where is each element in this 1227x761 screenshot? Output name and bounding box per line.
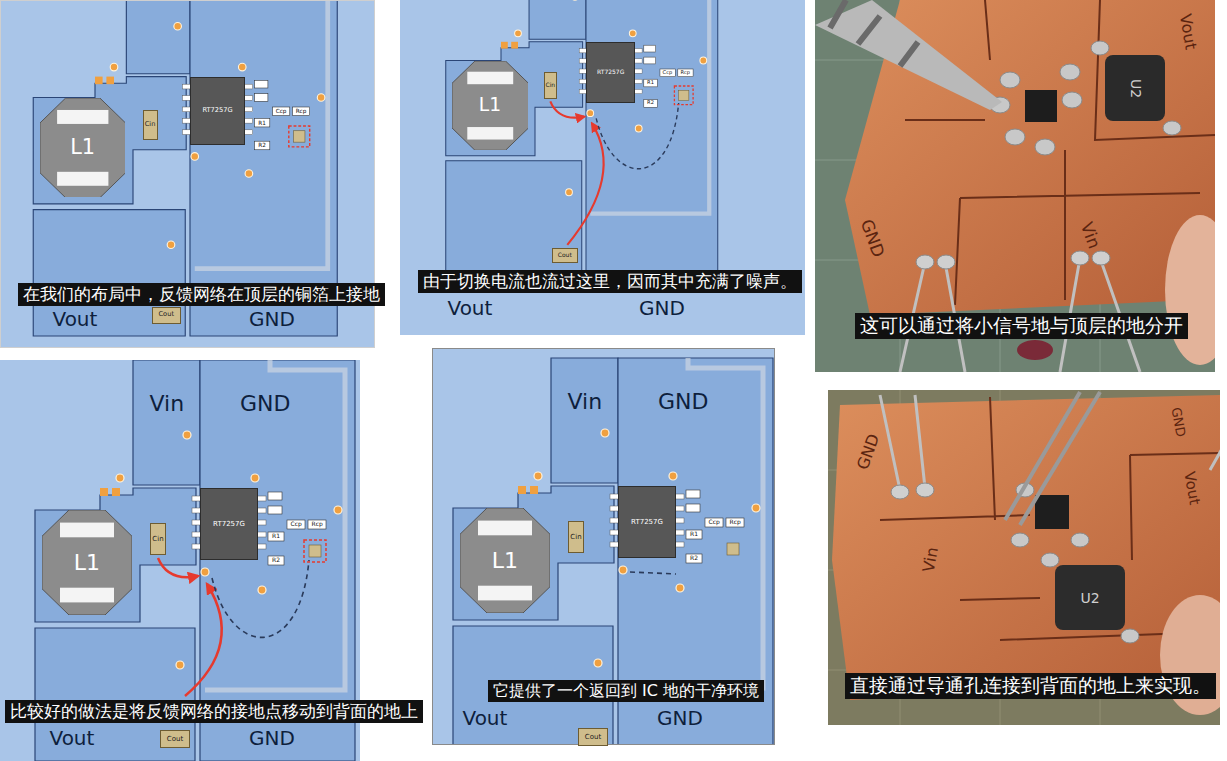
part-label: Cin [570,533,581,541]
photo-board [828,390,1220,725]
silkscreen-text: Vout [1181,470,1203,506]
net-label: Vout [50,727,95,749]
component-ref: Rcp [296,108,307,114]
component-ref: R1 [258,120,266,126]
layout-panel: 它提供了一个返回到 IC 地的干净环境 L1 Cin RT7257G Cout [432,348,775,745]
silkscreen-text: Vout [1176,13,1200,51]
layout-view [432,348,775,745]
silkscreen-text: U2 [1127,79,1142,98]
silkscreen-text: Vin [919,546,941,574]
ic-package: RT7257G [190,77,245,145]
part-label: Cin [145,121,156,129]
subtitle-caption: 这可以通过将小信号地与顶层的地分开 [855,313,1188,339]
part-label: Cout [167,735,183,743]
inductor: L1 [42,510,132,615]
part-label: RT7257G [202,107,232,115]
silkscreen-text: GND [853,432,882,472]
output-capacitor: Cout [152,307,181,324]
input-capacitor: Cin [544,72,558,99]
part-label: RT7257G [631,518,663,526]
ic-package: RT7257G [200,488,258,560]
net-label: GND [240,392,290,416]
ic-package: RT7257G [618,486,676,558]
input-capacitor: Cin [143,110,158,140]
silkscreen-text: U2 [1081,591,1100,606]
panel-border [433,349,775,745]
net-label: Vout [448,297,493,319]
net-label: Vin [150,392,185,416]
input-capacitor: Cin [568,521,584,553]
part-label: Cin [545,82,555,89]
layout-panel: 由于切换电流也流过这里，因而其中充满了噪声。 L1 Cin RT7257G Cout [400,0,805,335]
silkscreen-text: GND [1168,406,1187,438]
subtitle-caption: 它提供了一个返回到 IC 地的干净环境 [488,680,764,702]
net-label: GND [249,308,295,330]
part-label: Cout [585,733,601,741]
net-label: GND [639,297,685,319]
part-label: L1 [74,550,100,575]
net-label: Vin [568,390,603,414]
component-ref: Rcp [730,519,741,526]
silkscreen-text: Vin [1077,219,1104,251]
component-ref: Ccp [709,519,720,526]
part-label: L1 [70,135,95,159]
component-ref: R2 [690,555,698,562]
part-label: L1 [479,94,501,116]
part-label: RT7257G [213,520,245,528]
subtitle-caption: 比较好的做法是将反馈网络的接地点移动到背面的地上 [5,700,423,723]
component-ref: R2 [272,557,280,564]
part-label: L1 [492,548,518,573]
part-label: Cout [158,311,174,319]
component-ref: R1 [272,533,280,540]
component-ref: Ccp [276,108,287,114]
inductor: L1 [40,98,126,198]
component-ref: Ccp [291,521,302,528]
layout-view [400,0,805,335]
part-label: RT7257G [597,69,624,76]
subtitle-caption: 直接通过导通孔连接到背面的地上来实现。 [845,673,1216,699]
net-label: GND [249,727,295,749]
layout-panel: 在我们的布局中，反馈网络在顶层的铜箔上接地 L1 Cin RT7257G Cout [0,0,387,348]
component-ref: Rcp [680,70,690,76]
net-label: GND [658,390,708,414]
net-label: GND [657,707,703,729]
component-ref: R2 [258,142,266,148]
component-ref: Ccp [663,70,673,76]
part-label: Cin [152,535,163,543]
subtitle-caption: 在我们的布局中，反馈网络在顶层的铜箔上接地 [18,283,385,306]
ic-package: RT7257G [586,42,635,103]
net-label: Vout [53,308,98,330]
component-ref: R1 [690,531,698,538]
inductor: L1 [452,61,529,150]
part-label: Cout [558,252,572,259]
output-capacitor: Cout [552,248,578,263]
component-ref: Rcp [312,521,323,528]
input-capacitor: Cin [150,523,166,555]
output-capacitor: Cout [160,730,190,748]
output-capacitor: Cout [578,728,608,746]
photo-panel: 这可以通过将小信号地与顶层的地分开 [815,0,1215,372]
component-ref: R2 [647,100,654,106]
net-label: Vout [463,707,508,729]
silkscreen-text: GND [857,216,888,259]
layout-panel: 比较好的做法是将反馈网络的接地点移动到背面的地上 L1 Cin RT7257G Cout [0,360,425,761]
component-ref: R1 [647,80,654,86]
inductor: L1 [460,508,550,613]
photo-soldering [815,0,1215,372]
photo-panel: 直接通过导通孔连接到背面的地上来实现。 [828,390,1220,725]
subtitle-caption: 由于切换电流也流过这里，因而其中充满了噪声。 [418,270,802,293]
